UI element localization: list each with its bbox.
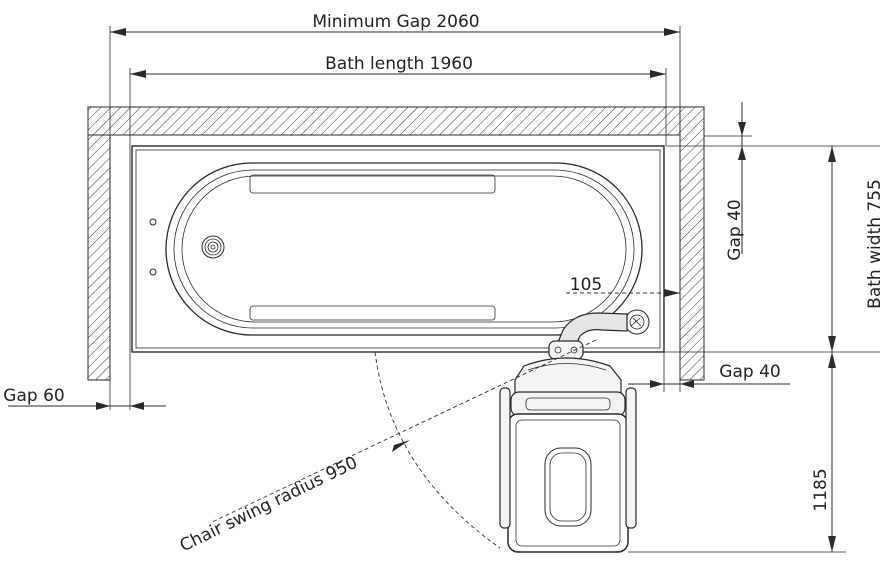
bath-width-label: Bath width 755 [865,179,882,309]
chair-lift [499,309,650,553]
dimension-gap-bottom-right [628,352,790,392]
drain-icon [201,235,225,259]
dim-105-label: 105 [570,275,602,295]
wall-right [679,106,705,381]
dimension-gap-left [8,402,166,410]
swing-arc [211,339,597,549]
gap-bottom-right-label: Gap 40 [719,362,780,382]
wall-left [87,106,111,381]
dimension-1185 [628,352,846,553]
gap-top-right-label: Gap 40 [725,199,745,260]
dimension-bath-width [664,146,880,353]
bath-tub [131,145,665,353]
bath-length-label: Bath length 1960 [325,54,473,74]
dimension-gap-top-right [666,102,880,254]
dimension-bath-length [129,68,667,410]
dim-1185-label: 1185 [811,468,831,511]
wall-top [87,106,705,136]
gap-left-label: Gap 60 [3,386,64,406]
minimum-gap-label: Minimum Gap 2060 [312,12,479,32]
chair-swing-label: Chair swing radius 950 [177,453,361,556]
dimension-105 [566,289,680,297]
dimension-minimum-gap [109,26,681,410]
tap-holes-icon [149,218,157,276]
